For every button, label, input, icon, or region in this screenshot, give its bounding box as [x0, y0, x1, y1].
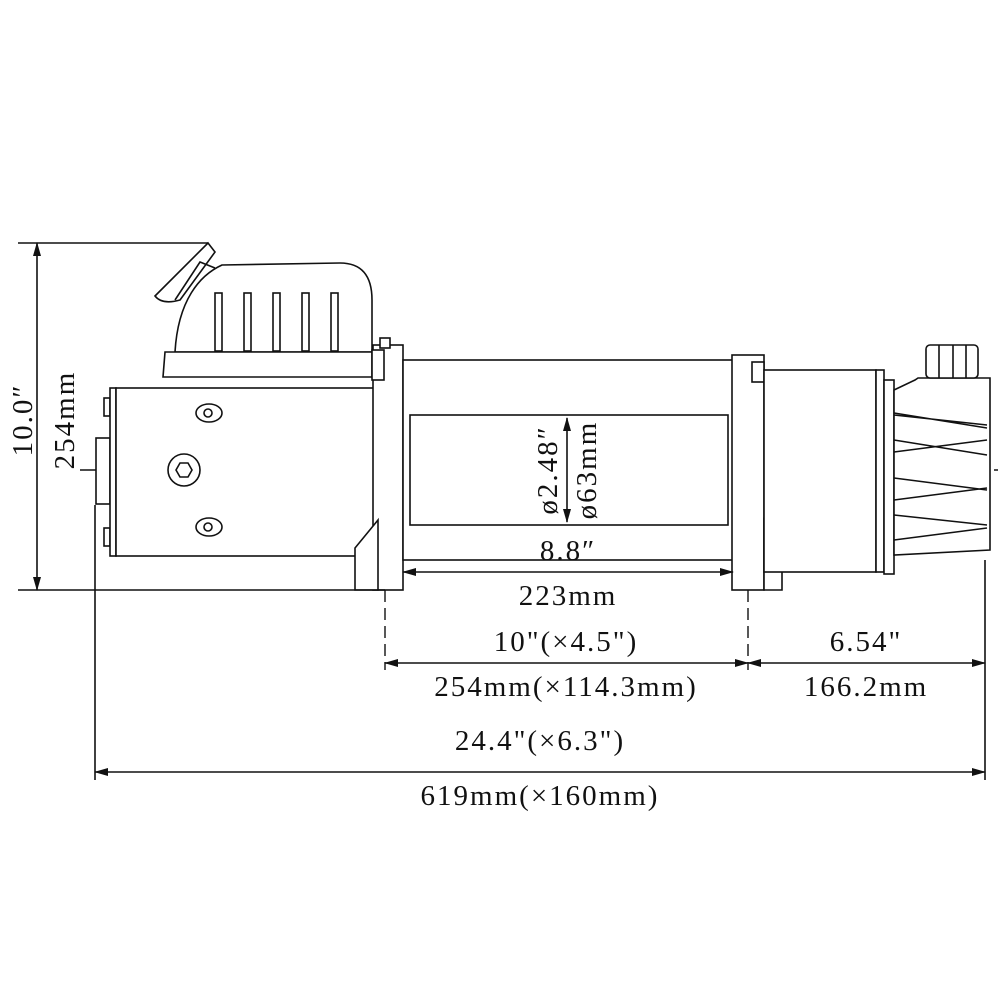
- mount-mm-label: 254mm(×114.3mm): [434, 671, 698, 703]
- drum: [402, 359, 736, 561]
- knob: [925, 344, 979, 379]
- left-end-plate: [354, 337, 404, 591]
- height-in-label: 10.0″: [7, 384, 39, 457]
- height-mm-label: 254mm: [49, 371, 81, 470]
- torx-screw-icon: [195, 517, 223, 537]
- gearbox: [763, 344, 991, 575]
- right-end-plate: [731, 354, 783, 591]
- gear-in-label: 6.54": [830, 626, 903, 658]
- gear-mm-label: 166.2mm: [804, 671, 928, 703]
- dimensions: [18, 242, 986, 780]
- total-in-label: 24.4"(×6.3"): [455, 725, 625, 757]
- motor: [95, 387, 379, 557]
- drum-diameter-mm-label: ø63mm: [571, 421, 603, 520]
- drum-length-mm-label: 223mm: [519, 580, 618, 612]
- drum-diameter-in-label: ø2.48″: [532, 425, 564, 514]
- total-mm-label: 619mm(×160mm): [421, 780, 660, 812]
- mount-in-label: 10"(×4.5"): [494, 626, 639, 658]
- drum-length-in-label: 8.8″: [540, 535, 596, 567]
- hex-bolt-icon: [167, 453, 201, 487]
- control-cover: [153, 241, 373, 378]
- torx-screw-icon: [195, 403, 223, 423]
